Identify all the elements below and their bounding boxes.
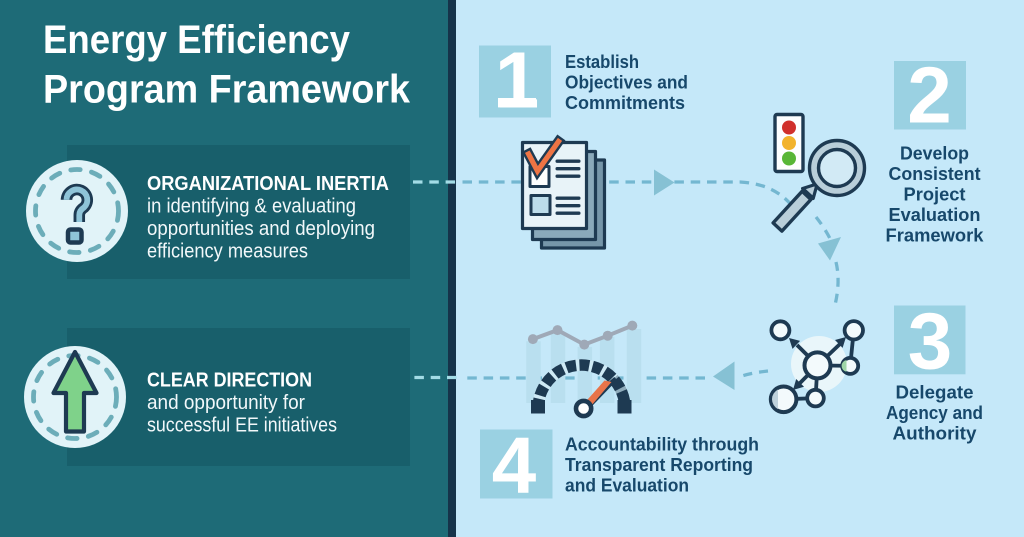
- svg-text:Objectives and: Objectives and: [565, 72, 688, 93]
- svg-text:Delegate: Delegate: [896, 382, 974, 403]
- svg-text:Commitments: Commitments: [565, 92, 685, 113]
- svg-text:1: 1: [495, 36, 540, 125]
- svg-text:Program Framework: Program Framework: [43, 68, 411, 112]
- svg-text:Agency and: Agency and: [886, 402, 983, 423]
- svg-text:in identifying & evaluating: in identifying & evaluating: [147, 195, 356, 218]
- svg-text:2: 2: [907, 51, 952, 140]
- svg-text:4: 4: [492, 421, 537, 510]
- svg-text:and opportunity for: and opportunity for: [147, 391, 305, 414]
- svg-text:successful EE initiatives: successful EE initiatives: [147, 414, 337, 437]
- svg-text:3: 3: [908, 297, 953, 386]
- svg-text:Authority: Authority: [893, 423, 978, 444]
- svg-text:efficiency measures: efficiency measures: [147, 240, 308, 263]
- svg-text:and Evaluation: and Evaluation: [565, 474, 689, 495]
- svg-text:Establish: Establish: [565, 51, 639, 72]
- svg-text:opportunities and deploying: opportunities and deploying: [147, 217, 375, 240]
- svg-text:ORGANIZATIONAL INERTIA: ORGANIZATIONAL INERTIA: [147, 172, 389, 195]
- svg-text:Framework: Framework: [886, 225, 985, 246]
- svg-text:Accountability through: Accountability through: [565, 433, 759, 454]
- svg-text:CLEAR DIRECTION: CLEAR DIRECTION: [147, 369, 312, 392]
- svg-text:Consistent: Consistent: [889, 163, 981, 184]
- svg-text:Project: Project: [904, 184, 966, 205]
- svg-text:Transparent Reporting: Transparent Reporting: [565, 454, 753, 475]
- svg-text:Develop: Develop: [900, 143, 969, 164]
- svg-text:Energy Efficiency: Energy Efficiency: [43, 18, 351, 62]
- svg-text:Evaluation: Evaluation: [889, 204, 981, 225]
